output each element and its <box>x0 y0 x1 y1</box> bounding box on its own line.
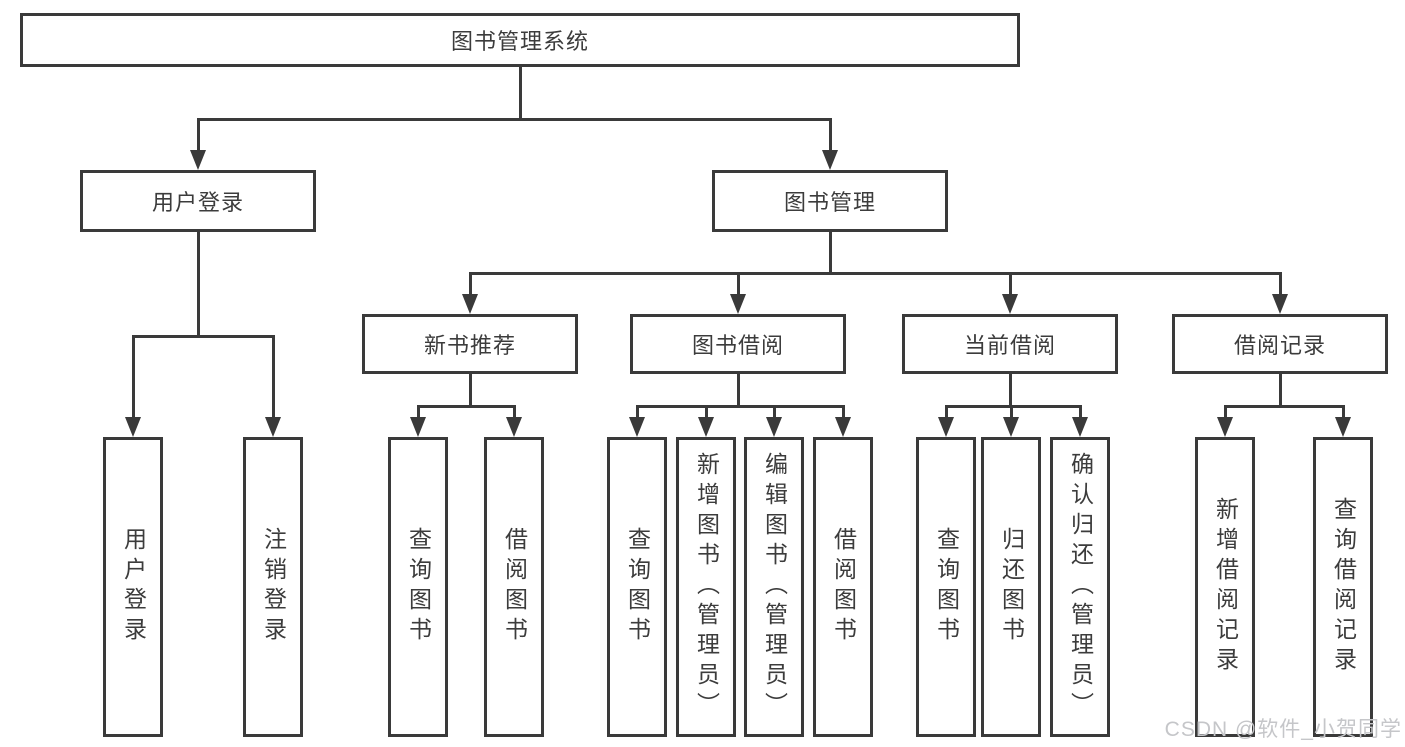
arrowhead <box>410 417 426 437</box>
connector-line <box>829 118 832 152</box>
node-book-borrow: 图书借阅 <box>630 314 846 374</box>
leaf-cb-return-books: 归还图书 <box>981 437 1041 737</box>
node-borrow-records: 借阅记录 <box>1172 314 1388 374</box>
leaf-nbr-borrow-books-label: 借阅图书 <box>501 527 528 647</box>
node-borrow-records-label: 借阅记录 <box>1233 333 1326 358</box>
node-root: 图书管理系统 <box>20 13 1020 67</box>
connector-line <box>829 232 832 275</box>
arrowhead <box>1217 417 1233 437</box>
watermark-text: CSDN @软件_小贺同学 <box>1164 718 1402 741</box>
leaf-br-query-record-label: 查询借阅记录 <box>1330 497 1357 677</box>
arrowhead <box>1002 294 1018 314</box>
node-current-borrow: 当前借阅 <box>902 314 1118 374</box>
leaf-nbr-query-books: 查询图书 <box>388 437 448 737</box>
connector-line <box>1079 405 1082 419</box>
leaf-bb-query-books-label: 查询图书 <box>624 527 651 647</box>
connector-line <box>417 405 420 419</box>
arrowhead <box>730 294 746 314</box>
connector-line <box>519 67 522 121</box>
connector-line <box>1279 374 1282 408</box>
connector-line <box>272 335 275 419</box>
leaf-bb-add-book-admin: 新增图书（管理员） <box>676 437 736 737</box>
connector-line <box>842 405 845 419</box>
connector-line <box>513 405 516 419</box>
node-user-login: 用户登录 <box>80 170 316 232</box>
leaf-cb-confirm-return-admin: 确认归还（管理员） <box>1050 437 1110 737</box>
leaf-cb-return-books-label: 归还图书 <box>998 527 1025 647</box>
arrowhead <box>629 417 645 437</box>
leaf-user-login: 用户登录 <box>103 437 163 737</box>
leaf-bb-query-books: 查询图书 <box>607 437 667 737</box>
leaf-bb-edit-book-admin: 编辑图书（管理员） <box>744 437 804 737</box>
node-book-management-label: 图书管理 <box>783 190 876 215</box>
connector-line <box>1279 272 1282 296</box>
arrowhead <box>1335 417 1351 437</box>
connector-line <box>737 374 740 408</box>
leaf-br-query-record: 查询借阅记录 <box>1313 437 1373 737</box>
connector-line <box>636 405 639 419</box>
node-current-borrow-label: 当前借阅 <box>963 333 1056 358</box>
connector-line <box>469 272 472 296</box>
connector-line <box>1010 405 1013 419</box>
connector-line <box>705 405 708 419</box>
connector-line <box>197 118 832 121</box>
leaf-logout: 注销登录 <box>243 437 303 737</box>
node-new-book-recommend: 新书推荐 <box>362 314 578 374</box>
leaf-br-add-record: 新增借阅记录 <box>1195 437 1255 737</box>
arrowhead <box>698 417 714 437</box>
connector-line <box>773 405 776 419</box>
arrowhead <box>265 417 281 437</box>
leaf-nbr-borrow-books: 借阅图书 <box>484 437 544 737</box>
leaf-logout-label: 注销登录 <box>260 527 287 647</box>
leaf-bb-edit-book-admin-label: 编辑图书（管理员） <box>761 452 788 722</box>
arrowhead <box>1272 294 1288 314</box>
connector-line <box>1009 374 1012 408</box>
leaf-bb-add-book-admin-label: 新增图书（管理员） <box>693 452 720 722</box>
arrowhead <box>835 417 851 437</box>
connector-line <box>945 405 1082 408</box>
arrowhead <box>125 417 141 437</box>
arrowhead <box>766 417 782 437</box>
arrowhead <box>190 150 206 170</box>
arrowhead <box>938 417 954 437</box>
connector-line <box>469 374 472 408</box>
leaf-nbr-query-books-label: 查询图书 <box>405 527 432 647</box>
node-book-borrow-label: 图书借阅 <box>691 333 784 358</box>
connector-line <box>197 118 200 152</box>
connector-line <box>197 232 200 338</box>
node-root-label: 图书管理系统 <box>450 29 589 54</box>
node-book-management: 图书管理 <box>712 170 948 232</box>
leaf-cb-query-books-label: 查询图书 <box>933 527 960 647</box>
leaf-br-add-record-label: 新增借阅记录 <box>1212 497 1239 677</box>
arrowhead <box>1003 417 1019 437</box>
node-user-login-label: 用户登录 <box>151 190 244 215</box>
leaf-cb-query-books: 查询图书 <box>916 437 976 737</box>
arrowhead <box>462 294 478 314</box>
arrowhead <box>1072 417 1088 437</box>
connector-line <box>1342 405 1345 419</box>
connector-line <box>636 405 845 408</box>
connector-line <box>1009 272 1012 296</box>
connector-line <box>417 405 516 408</box>
node-new-book-recommend-label: 新书推荐 <box>423 333 516 358</box>
arrowhead <box>506 417 522 437</box>
arrowhead <box>822 150 838 170</box>
connector-line <box>1224 405 1227 419</box>
connector-line <box>737 272 740 296</box>
leaf-bb-borrow-books: 借阅图书 <box>813 437 873 737</box>
leaf-cb-confirm-return-admin-label: 确认归还（管理员） <box>1067 452 1094 722</box>
leaf-bb-borrow-books-label: 借阅图书 <box>830 527 857 647</box>
connector-line <box>469 272 1282 275</box>
connector-line <box>132 335 275 338</box>
leaf-user-login-label: 用户登录 <box>120 527 147 647</box>
connector-line <box>132 335 135 419</box>
connector-line <box>945 405 948 419</box>
connector-line <box>1224 405 1345 408</box>
